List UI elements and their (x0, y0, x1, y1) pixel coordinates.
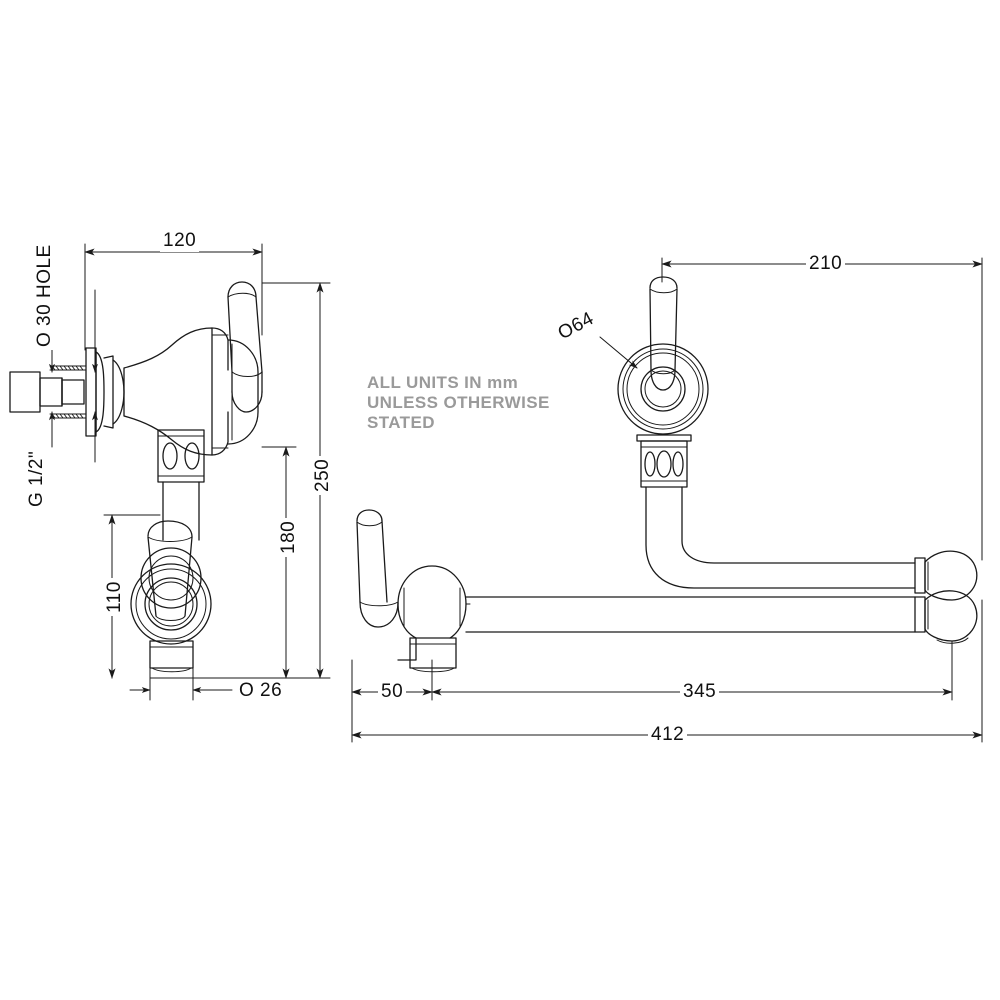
dimension-label-50: 50 (378, 681, 407, 703)
dimension-label-412: 412 (648, 724, 688, 746)
dimension-label-210: 210 (806, 253, 846, 275)
side-view-upper-handle (227, 281, 263, 413)
dimension-label-110: 110 (104, 578, 126, 616)
dimension-lines (49, 243, 983, 743)
dimension-label-345: 345 (680, 681, 720, 703)
side-view-lower-handle-assembly (130, 520, 212, 673)
dimension-label-diameter-26: O 26 (236, 680, 286, 702)
dimension-label-180: 180 (278, 517, 300, 557)
side-view-spout-collar (157, 429, 205, 541)
side-view-inlet-assembly (9, 347, 125, 437)
dimension-label-hole-diameter-30: O 30 HOLE (34, 241, 56, 350)
side-spout-horizontal-body (356, 509, 978, 673)
front-view-flange-handle (617, 276, 709, 435)
front-view-curved-spout (645, 486, 978, 601)
front-view-spout-collar (636, 434, 692, 488)
dimension-label-250: 250 (312, 455, 334, 495)
dimension-label-thread-g-half-inch: G 1/2" (26, 447, 48, 510)
dimension-label-120: 120 (160, 230, 200, 252)
units-note: ALL UNITS IN mm UNLESS OTHERWISE STATED (367, 373, 550, 432)
